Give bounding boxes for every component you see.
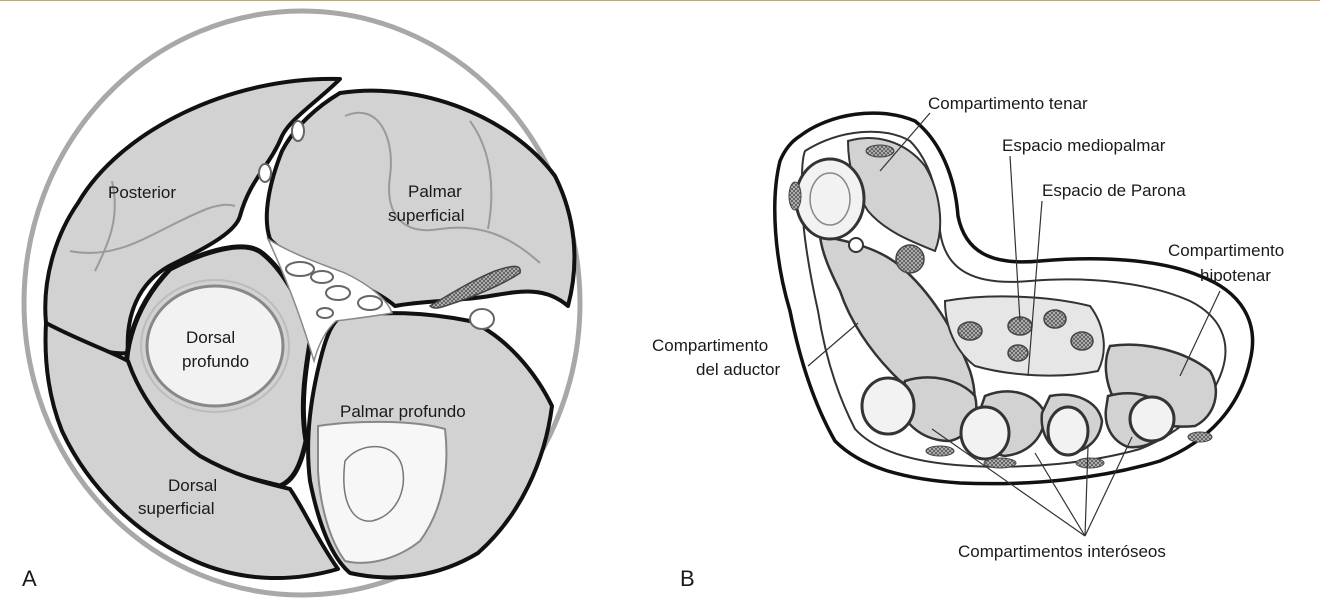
- vessel-5: [317, 308, 333, 318]
- label-dorsal-profundo-2: profundo: [182, 352, 249, 371]
- tendon-2: [958, 322, 982, 340]
- tendon-8: [866, 145, 894, 157]
- thumb-metacarpal: [796, 159, 864, 239]
- label-palmar-profundo: Palmar profundo: [340, 402, 466, 421]
- label-interoseos: Compartimentos interóseos: [958, 542, 1166, 561]
- label-hipotenar-2: hipotenar: [1200, 266, 1271, 285]
- label-compartimento-tenar: Compartimento tenar: [928, 94, 1088, 113]
- vessel-8: [470, 309, 494, 329]
- tendon-dorsal-2: [1076, 458, 1104, 468]
- panel-letter-a: A: [22, 566, 37, 591]
- tendon-dorsal-1: [984, 458, 1016, 468]
- label-posterior: Posterior: [108, 183, 176, 202]
- label-aductor-2: del aductor: [696, 360, 780, 379]
- label-aductor-1: Compartimento: [652, 336, 768, 355]
- metacarpal-5: [1130, 397, 1174, 441]
- label-hipotenar-1: Compartimento: [1168, 241, 1284, 260]
- label-dorsal-superficial-2: superficial: [138, 499, 215, 518]
- label-dorsal-profundo-1: Dorsal: [186, 328, 235, 347]
- label-espacio-parona: Espacio de Parona: [1042, 181, 1186, 200]
- metacarpal-3: [961, 407, 1009, 459]
- label-dorsal-superficial-1: Dorsal: [168, 476, 217, 495]
- tendon-dorsal-4: [1188, 432, 1212, 442]
- metacarpal-4: [1048, 407, 1088, 455]
- tendon-dorsal-3: [926, 446, 954, 456]
- vessel-3: [326, 286, 350, 300]
- tendon-4: [1044, 310, 1066, 328]
- label-palmar-superficial-2: superficial: [388, 206, 465, 225]
- tendon-7: [789, 182, 801, 210]
- panel-letter-b: B: [680, 566, 695, 591]
- metacarpal-2: [862, 378, 914, 434]
- vessel-2: [311, 271, 333, 283]
- vessel-6: [292, 121, 304, 141]
- vessel-7: [259, 164, 271, 182]
- panel-b-diagram: Compartimento tenar Espacio mediopalmar …: [652, 94, 1284, 591]
- panel-a-diagram: Posterior Palmar superficial Dorsal prof…: [22, 11, 580, 595]
- tendon-1: [896, 245, 924, 273]
- vessel-1: [286, 262, 314, 276]
- small-vessel-b: [849, 238, 863, 252]
- tendon-5: [1071, 332, 1093, 350]
- tendon-6: [1008, 345, 1028, 361]
- label-espacio-mediopalmar: Espacio mediopalmar: [1002, 136, 1166, 155]
- label-palmar-superficial-1: Palmar: [408, 182, 462, 201]
- vessel-4: [358, 296, 382, 310]
